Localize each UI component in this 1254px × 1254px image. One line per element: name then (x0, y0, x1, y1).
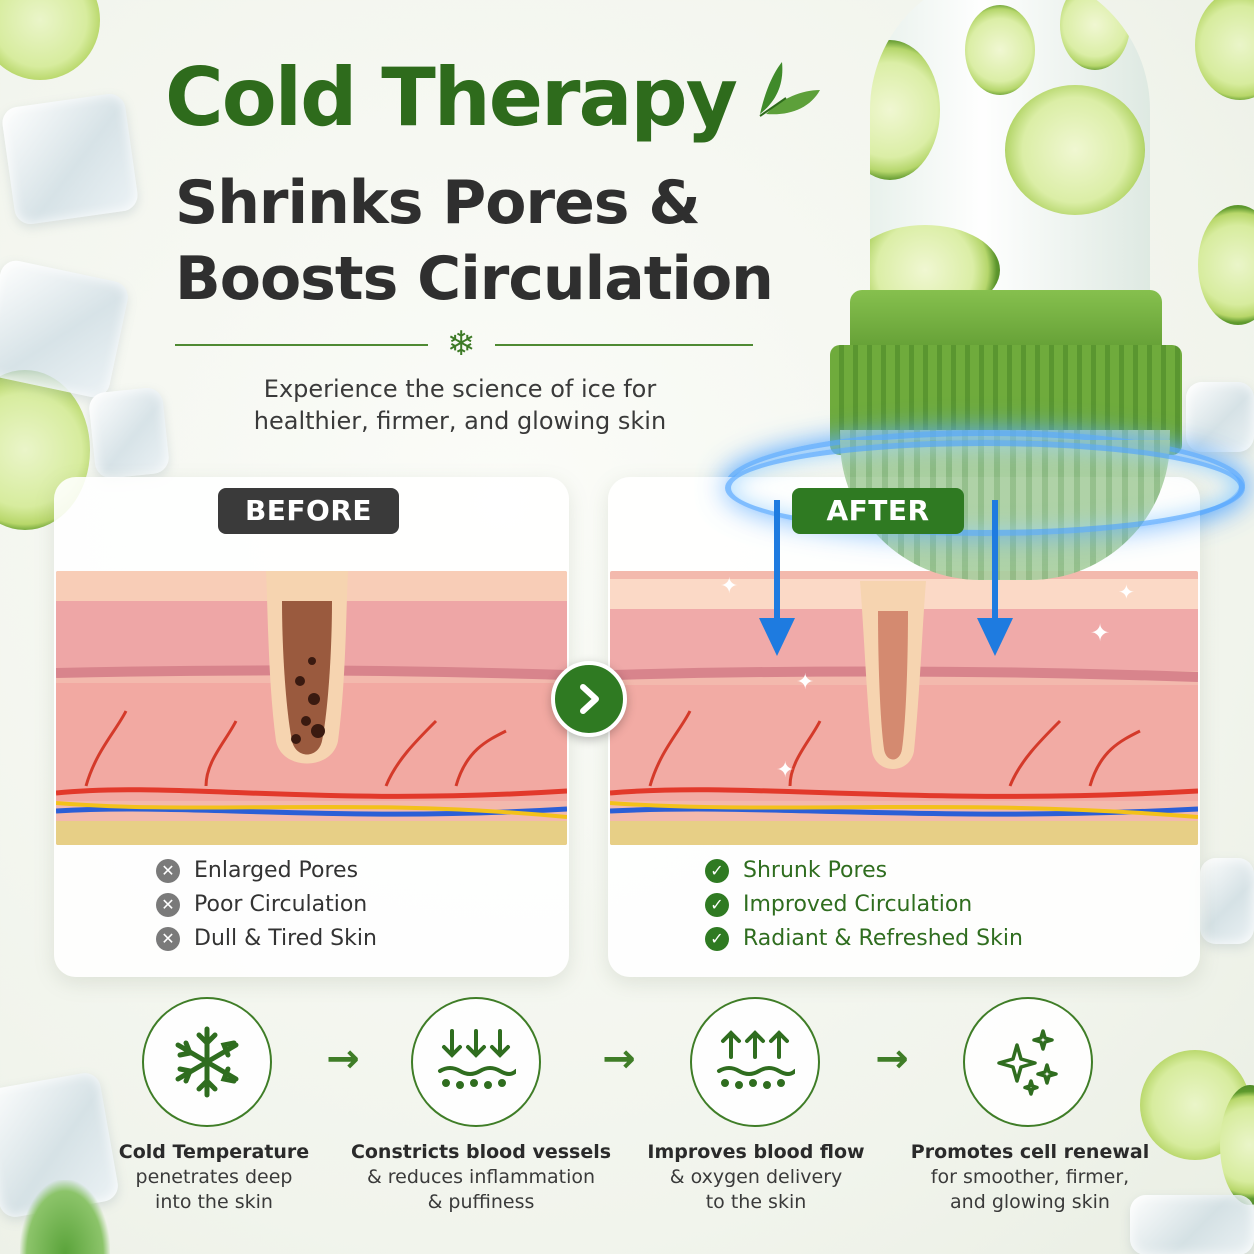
list-item-label: Radiant & Refreshed Skin (743, 926, 1023, 951)
step-desc: & reduces inflammation (366, 1166, 596, 1188)
step-desc: & puffiness (427, 1191, 535, 1213)
before-badge: BEFORE (218, 488, 399, 534)
step-caption: Promotes cell renewal for smoother, firm… (908, 1140, 1152, 1215)
tagline-line: healthier, firmer, and glowing skin (253, 407, 667, 435)
ice-roller-bottle (870, 0, 1150, 310)
list-item: ✓ Improved Circulation (705, 888, 1023, 922)
ice-cube-decoration (0, 257, 131, 401)
up-arrows-icon (717, 1030, 795, 1089)
before-skin-diagram (56, 571, 567, 845)
x-icon: ✕ (156, 893, 180, 917)
list-item: ✕ Dull & Tired Skin (156, 922, 377, 956)
step-desc: for smoother, firmer, (930, 1166, 1130, 1188)
svg-text:✦: ✦ (720, 574, 738, 599)
list-item-label: Improved Circulation (743, 892, 973, 917)
check-icon: ✓ (705, 893, 729, 917)
step-title: Constricts blood vessels (350, 1141, 612, 1163)
step-caption: Constricts blood vessels & reduces infla… (350, 1140, 612, 1215)
svg-text:✦: ✦ (1118, 580, 1135, 604)
before-panel: BEFORE ✕ Enlarged Pores ✕ Poor Circul (54, 477, 569, 977)
x-icon: ✕ (156, 927, 180, 951)
list-item-label: Dull & Tired Skin (194, 926, 377, 951)
step-desc: penetrates deep (135, 1166, 293, 1188)
after-badge: AFTER (792, 488, 964, 534)
cold-arrow-icon (977, 500, 1013, 656)
subtitle-line: Shrinks Pores & (175, 168, 701, 238)
x-icon: ✕ (156, 859, 180, 883)
snowflake-icon (175, 1026, 239, 1098)
step-icon-circle (690, 997, 820, 1127)
cucumber-slice-decoration (1198, 205, 1254, 325)
list-item-label: Enlarged Pores (194, 858, 359, 883)
before-list: ✕ Enlarged Pores ✕ Poor Circulation ✕ Du… (156, 854, 377, 956)
check-icon: ✓ (705, 859, 729, 883)
check-icon: ✓ (705, 927, 729, 951)
step-title: Cold Temperature (118, 1141, 310, 1163)
cold-swirl-effect-front (725, 440, 1245, 536)
divider-right (495, 344, 753, 346)
leaf-decoration (20, 1180, 110, 1254)
list-item: ✕ Poor Circulation (156, 888, 377, 922)
step-desc: & oxygen delivery (669, 1166, 843, 1188)
list-item: ✓ Shrunk Pores (705, 854, 1023, 888)
divider-left (175, 344, 428, 346)
svg-text:✦: ✦ (796, 670, 814, 695)
step-caption: Cold Temperature penetrates deep into th… (104, 1140, 324, 1215)
ice-cube-decoration (87, 386, 171, 480)
step-desc: to the skin (705, 1191, 807, 1213)
step-icon-circle (142, 997, 272, 1127)
step-caption: Improves blood flow & oxygen delivery to… (642, 1140, 870, 1215)
after-skin-diagram: ✦ ✦ ✦ ✦ ✦ (610, 571, 1198, 845)
cucumber-slice-decoration (1195, 0, 1254, 100)
cucumber-slice-decoration (0, 0, 100, 80)
list-item-label: Shrunk Pores (743, 858, 888, 883)
after-list: ✓ Shrunk Pores ✓ Improved Circulation ✓ … (705, 854, 1023, 956)
subtitle-line: Boosts Circulation (175, 244, 774, 314)
ice-cube-decoration (1200, 858, 1254, 944)
step-title: Improves blood flow (647, 1141, 865, 1163)
tagline: Experience the science of ice for health… (175, 373, 745, 437)
cold-arrow-icon (759, 500, 795, 656)
page-title: Cold Therapy (165, 51, 738, 144)
next-arrow-button[interactable] (551, 661, 627, 737)
list-item: ✕ Enlarged Pores (156, 854, 377, 888)
ice-cube-decoration (0, 91, 140, 227)
step-arrow-icon: → (875, 1036, 909, 1082)
step-icon-circle (411, 997, 541, 1127)
step-arrow-icon: → (602, 1036, 636, 1082)
page-subtitle: Shrinks Pores & Boosts Circulation (175, 165, 795, 317)
list-item: ✓ Radiant & Refreshed Skin (705, 922, 1023, 956)
svg-text:✦: ✦ (776, 758, 794, 783)
snowflake-icon: ❄ (446, 324, 476, 364)
chevron-right-icon (580, 684, 599, 714)
leaf-icon (759, 62, 820, 117)
sparkles-icon (997, 1029, 1058, 1096)
step-arrow-icon: → (326, 1036, 360, 1082)
down-arrows-icon (438, 1029, 516, 1089)
step-desc: into the skin (155, 1191, 273, 1213)
svg-text:✦: ✦ (1090, 619, 1110, 647)
step-icon-circle (963, 997, 1093, 1127)
step-desc: and glowing skin (950, 1191, 1110, 1213)
list-item-label: Poor Circulation (194, 892, 368, 917)
ice-cube-decoration (1130, 1195, 1254, 1254)
step-title: Promotes cell renewal (910, 1141, 1150, 1163)
tagline-line: Experience the science of ice for (263, 375, 657, 403)
ice-cube-decoration (1186, 382, 1254, 452)
